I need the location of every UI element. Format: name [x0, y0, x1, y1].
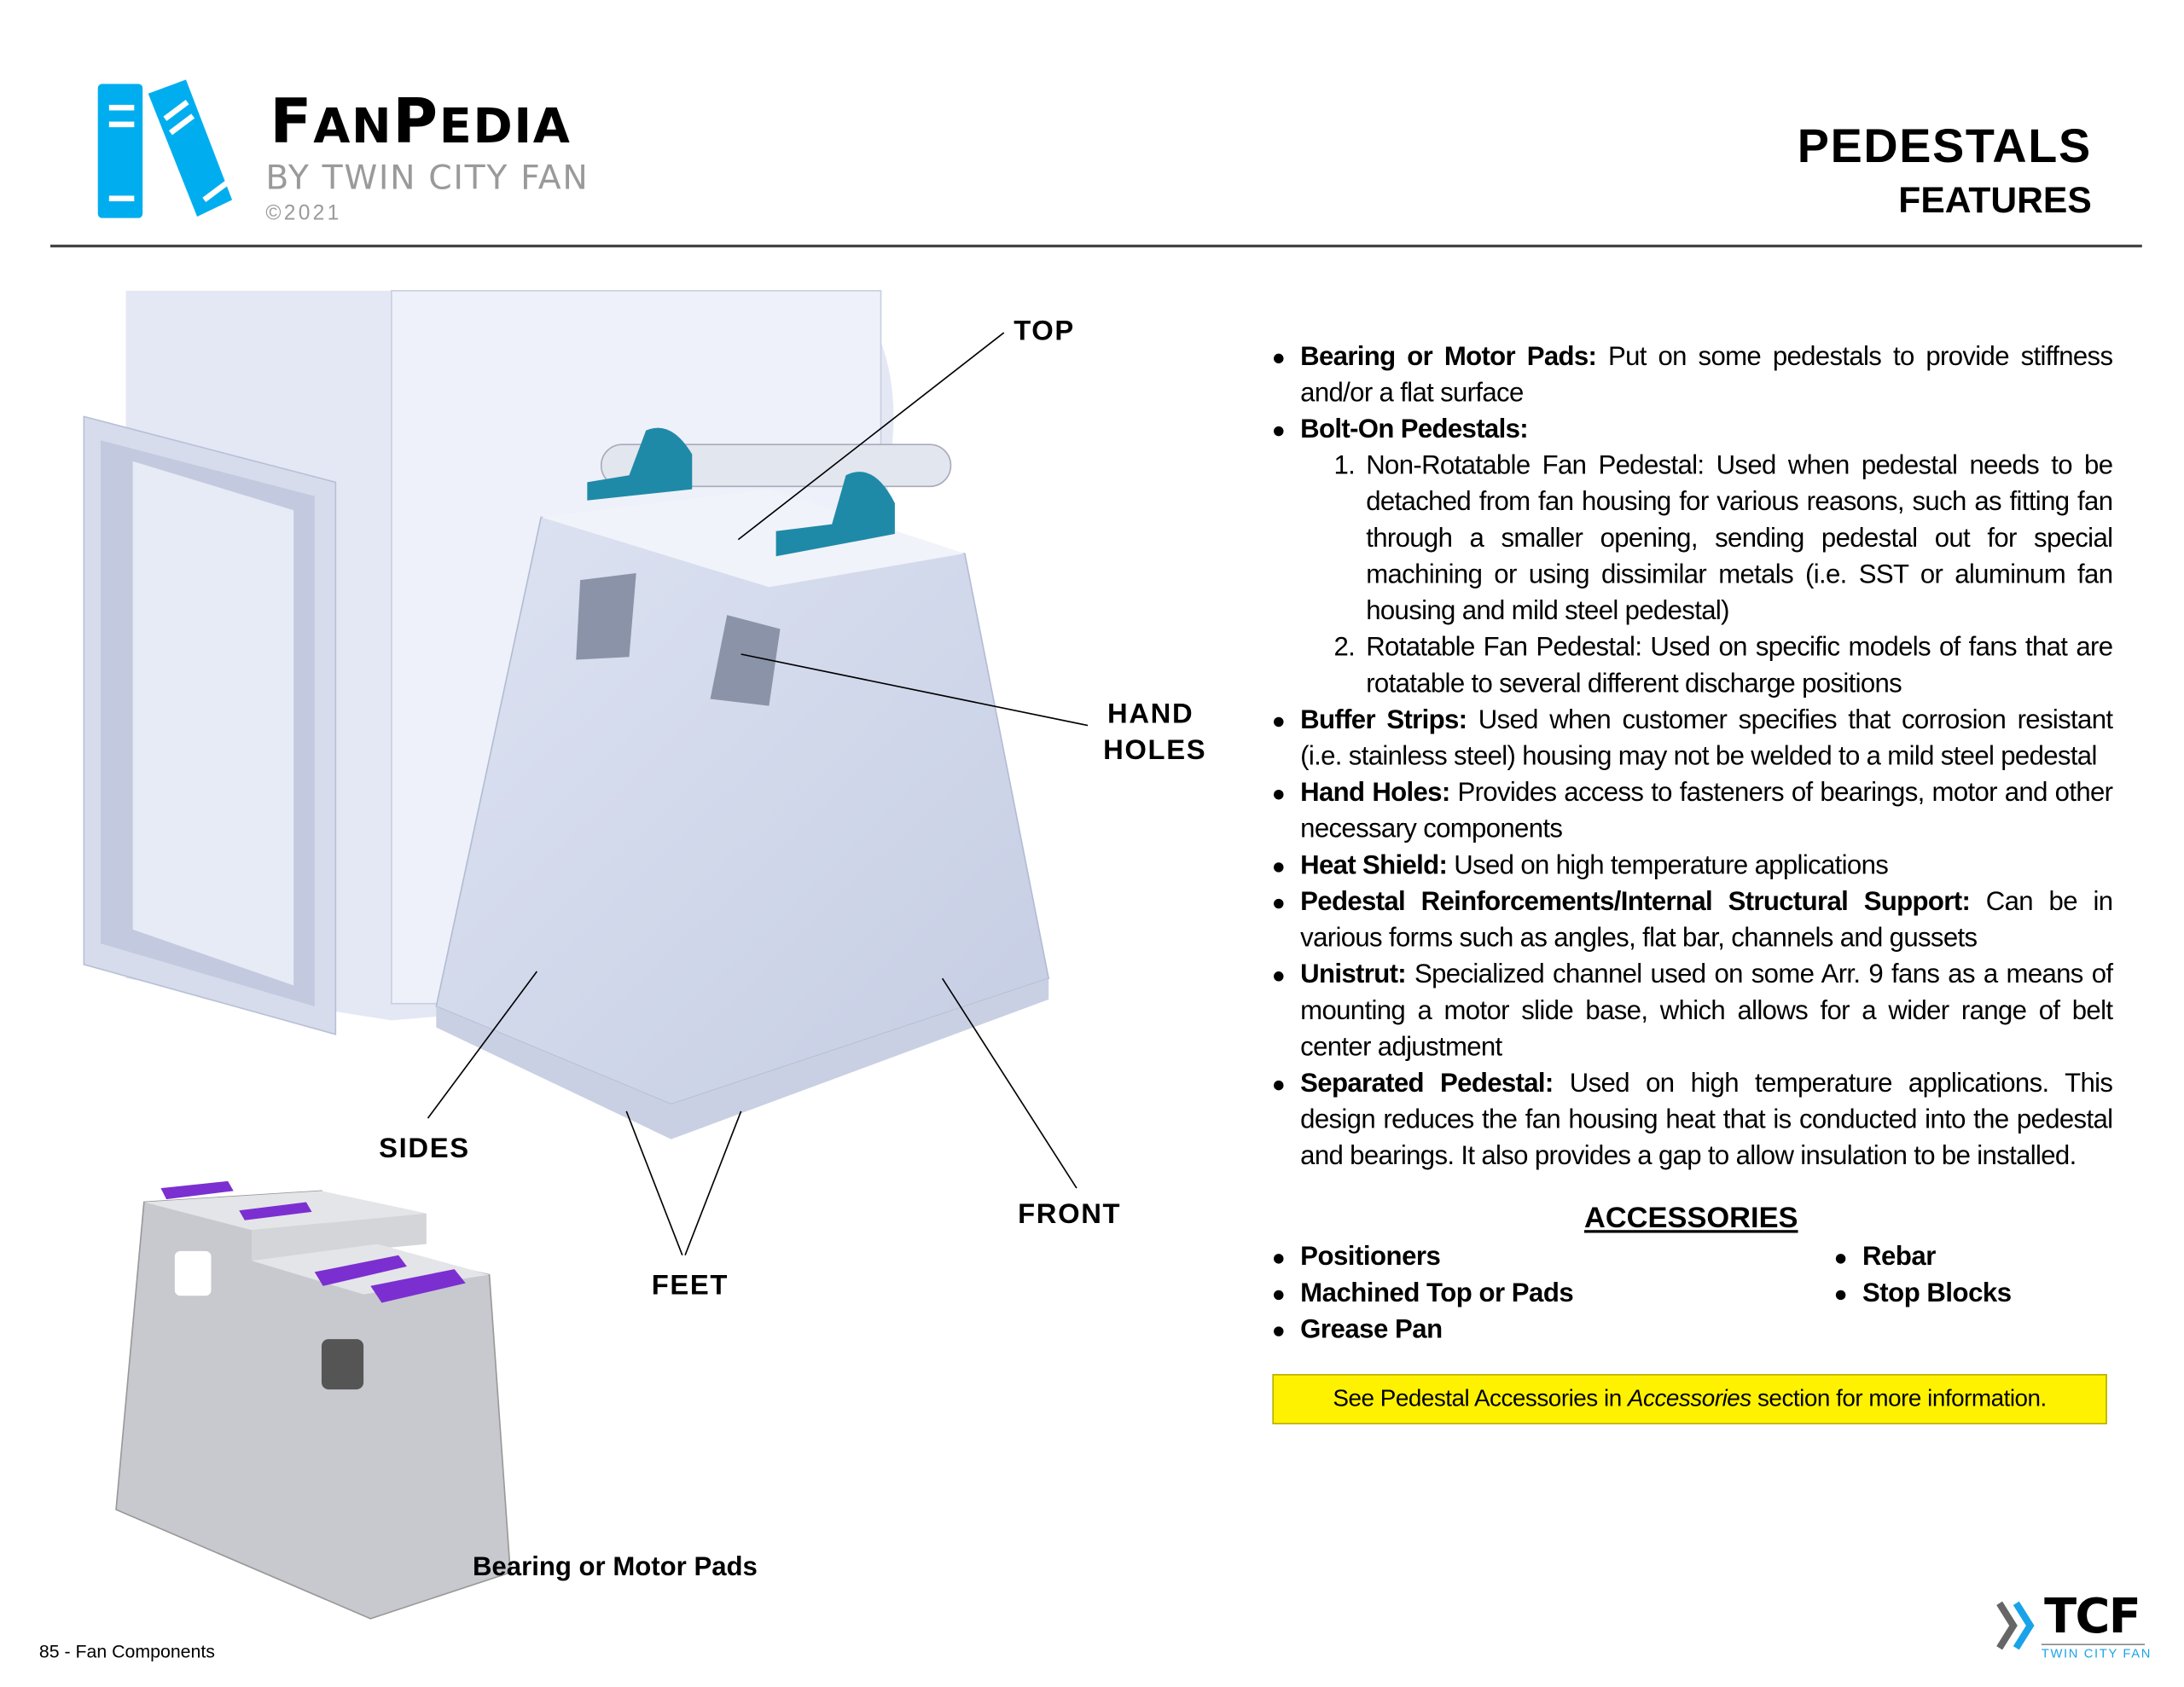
- fan-pedestal-illustration: [83, 290, 1050, 1139]
- page-title: PEDESTALS: [1797, 119, 2092, 174]
- label-hand-holes-1: HAND: [1107, 699, 1194, 730]
- accessories-lists: Positioners Machined Top or Pads Grease …: [1269, 1240, 2112, 1349]
- page-footer: 85 - Fan Components: [38, 1641, 215, 1662]
- label-hand-holes-2: HOLES: [1103, 735, 1207, 767]
- feature-item: Buffer Strips: Used when customer specif…: [1269, 703, 2113, 775]
- feature-item: Separated Pedestal: Used on high tempera…: [1269, 1066, 2113, 1175]
- pedestal-with-pads-illustration: [115, 1180, 512, 1620]
- label-top: TOP: [1014, 316, 1075, 347]
- accessory-item: Grease Pan: [1269, 1313, 1832, 1349]
- brand-name: FANPEDIA: [270, 86, 572, 159]
- tcf-logo: TCF: [2044, 1589, 2141, 1645]
- feature-item: Heat Shield: Used on high temperature ap…: [1269, 849, 2112, 885]
- accessory-item: Machined Top or Pads: [1269, 1276, 1832, 1313]
- accessories-heading: ACCESSORIES: [1583, 1202, 1798, 1235]
- copyright: ©2021: [265, 201, 342, 225]
- page-subtitle: FEATURES: [1898, 178, 2092, 221]
- accessories-left-list: Positioners Machined Top or Pads Grease …: [1269, 1240, 1832, 1349]
- tcf-logo-subtitle: TWIN CITY FAN: [2041, 1644, 2150, 1661]
- fanpedia-books-logo-icon: [97, 79, 233, 218]
- accessories-note: See Pedestal Accessories in Accessories …: [1272, 1374, 2107, 1425]
- tcf-chevron-icon: [1996, 1601, 2035, 1650]
- feature-item: Hand Holes: Provides access to fasteners…: [1269, 776, 2113, 849]
- feature-subitem: 1.Non-Rotatable Fan Pedestal: Used when …: [1333, 451, 2114, 627]
- accessory-item: Positioners: [1269, 1240, 1832, 1277]
- feature-item: Unistrut: Specialized channel used on so…: [1269, 958, 2113, 1067]
- feature-subitem: 2.Rotatable Fan Pedestal: Used on specif…: [1333, 633, 2114, 699]
- accessories-heading-row: ACCESSORIES: [1269, 1201, 2112, 1238]
- accessory-item: Stop Blocks: [1832, 1276, 2012, 1313]
- label-sides: SIDES: [379, 1133, 470, 1165]
- feature-item: Pedestal Reinforcements/Internal Structu…: [1269, 884, 2113, 957]
- right-column: Bearing or Motor Pads: Put on some pedes…: [1269, 339, 2114, 1425]
- label-front: FRONT: [1018, 1199, 1122, 1231]
- feature-item: Bolt-On Pedestals: 1.Non-Rotatable Fan P…: [1269, 412, 2114, 703]
- accessories-right-list: Rebar Stop Blocks: [1832, 1240, 2012, 1349]
- header-divider: [50, 244, 2142, 248]
- feature-sublist: 1.Non-Rotatable Fan Pedestal: Used when …: [1300, 449, 2114, 703]
- pads-caption: Bearing or Motor Pads: [472, 1552, 758, 1583]
- features-list: Bearing or Motor Pads: Put on some pedes…: [1269, 339, 2114, 1175]
- feature-item: Bearing or Motor Pads: Put on some pedes…: [1269, 339, 2113, 412]
- brand-byline: BY TWIN CITY FAN: [265, 158, 590, 198]
- accessory-item: Rebar: [1832, 1240, 2012, 1277]
- label-feet: FEET: [651, 1270, 729, 1301]
